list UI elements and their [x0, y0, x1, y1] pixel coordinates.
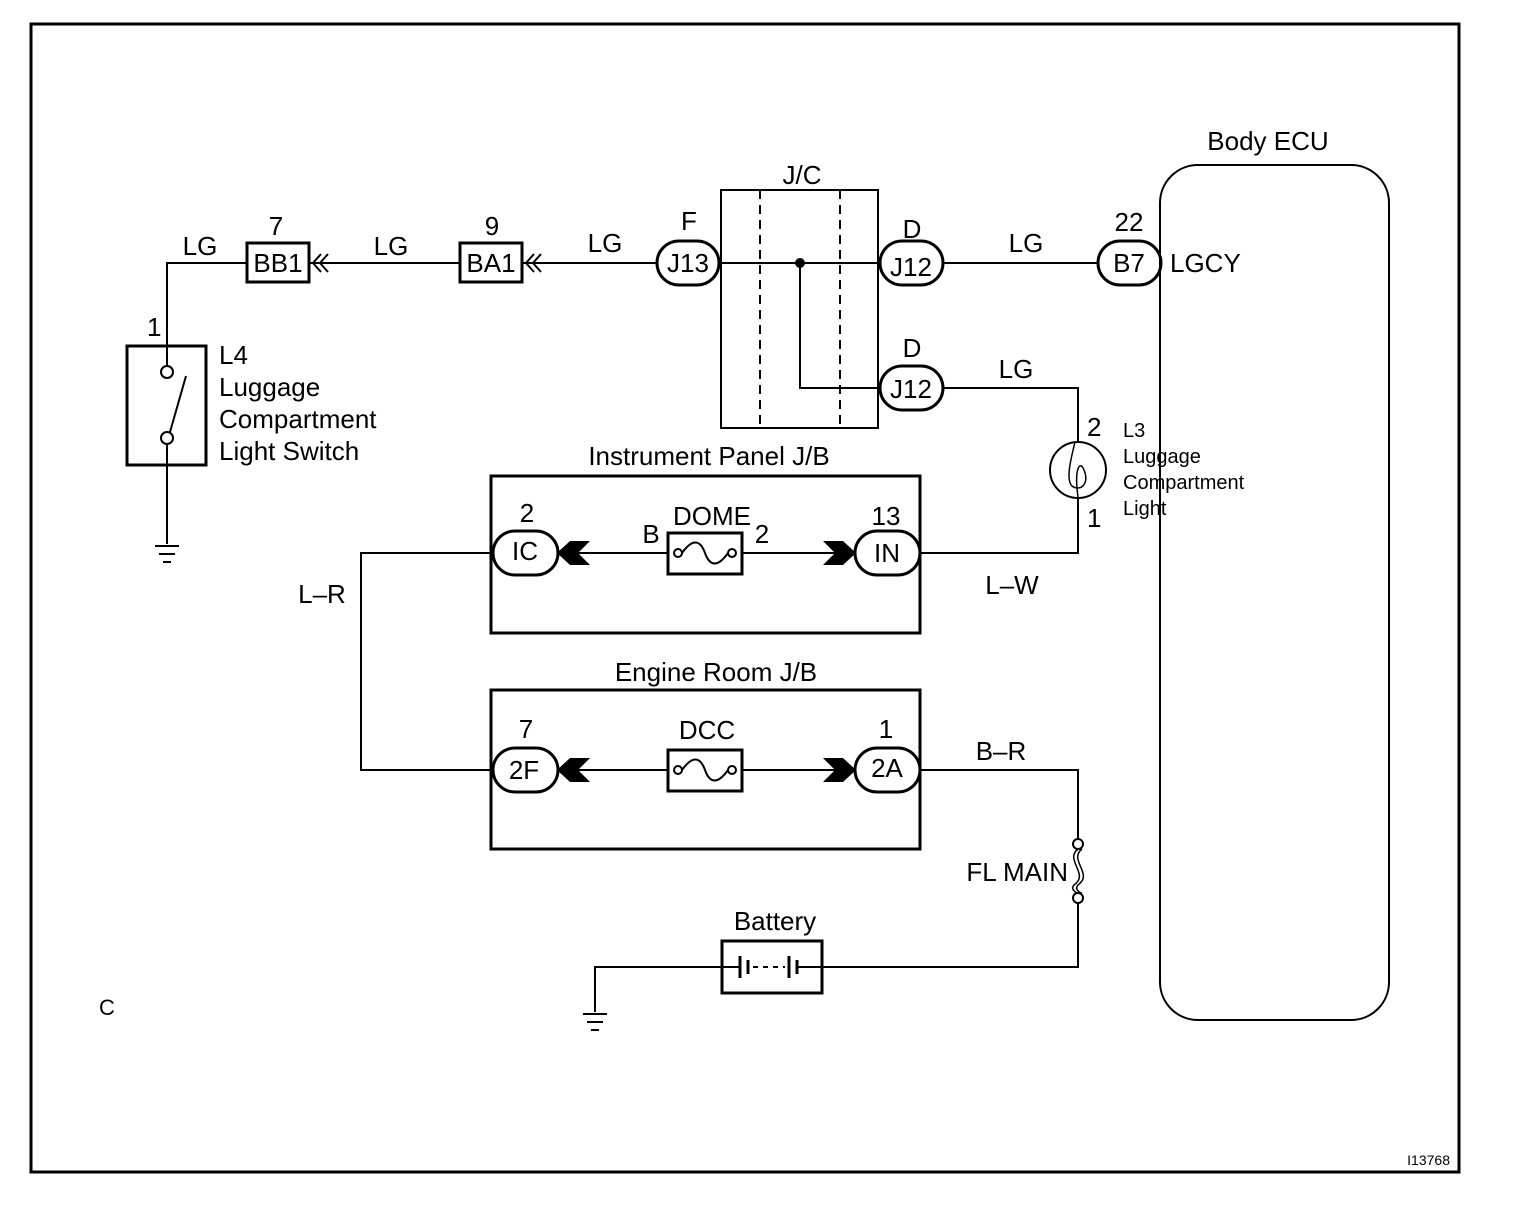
corner-letter: C — [99, 995, 115, 1020]
l4-pin-label: 1 — [147, 312, 161, 342]
connector-j12-bottom-pill — [878, 364, 945, 412]
fl-main-label: FL MAIN — [966, 857, 1068, 887]
fuse-dcc-name: DCC — [679, 715, 735, 745]
figure-id: I13768 — [1407, 1152, 1450, 1168]
l4-switch-blade — [169, 375, 187, 433]
wire-label-br: B–R — [976, 736, 1027, 766]
l3-name-line1: Luggage — [1123, 446, 1201, 468]
connector-j12-top-pill — [878, 239, 945, 287]
fuse-dcc-icon — [666, 748, 744, 793]
body-ecu-box — [1159, 164, 1390, 1021]
l4-name-line1: Luggage — [219, 372, 320, 402]
l4-name-line3: Light Switch — [219, 436, 359, 466]
jc-box — [720, 189, 879, 429]
connector-ba1-pin: 9 — [485, 211, 499, 241]
connector-j12-bottom-name: J12 — [890, 374, 932, 404]
wires — [166, 262, 1098, 1012]
connector-j13-pill — [655, 239, 721, 287]
bulb-l3-icon — [1049, 441, 1107, 499]
fuse-dome-pin-left: B — [642, 519, 659, 549]
connector-ba1-box — [458, 241, 524, 284]
engine-jb-title: Engine Room J/B — [615, 657, 817, 687]
connector-in-pin: 13 — [872, 501, 901, 531]
l3-pin-top: 2 — [1087, 412, 1101, 442]
connector-2f-name: 2F — [509, 755, 539, 785]
fuse-dome-pin-right: 2 — [755, 519, 769, 549]
connector-b7-pin: 22 — [1115, 207, 1144, 237]
connector-j12-bottom-pin: D — [903, 333, 922, 363]
connector-2a-name: 2A — [871, 753, 903, 783]
l3-code: L3 — [1123, 420, 1145, 442]
connector-ba1-name: BA1 — [466, 248, 515, 278]
connector-j13-name: J13 — [667, 248, 709, 278]
connector-j12-top-name: J12 — [890, 252, 932, 282]
connector-bb1-box — [245, 241, 311, 284]
l4-code: L4 — [219, 340, 248, 370]
l4-contact-bottom — [160, 431, 174, 445]
body-ecu-title: Body ECU — [1207, 126, 1328, 156]
jc-title: J/C — [783, 160, 822, 190]
connector-in-name: IN — [874, 538, 900, 568]
splice-dot — [795, 258, 805, 268]
wire-label-lg5: LG — [999, 354, 1034, 384]
diagram-frame — [29, 22, 1461, 1174]
connector-j13-pin: F — [681, 206, 697, 236]
battery-icon — [720, 939, 824, 995]
l3-name-line2: Compartment — [1123, 472, 1245, 494]
connector-ic-name: IC — [512, 536, 538, 566]
arrow-2f-icon — [557, 758, 590, 782]
arrow-in-icon — [823, 541, 856, 565]
wire-label-lg3: LG — [588, 228, 623, 258]
arrow-2a-icon — [823, 758, 856, 782]
arrow-ic-icon — [557, 541, 590, 565]
connector-bb1-name: BB1 — [253, 248, 302, 278]
fuse-dome-icon — [666, 531, 744, 576]
connector-j12-top-pin: D — [903, 214, 922, 244]
wire-label-lw: L–W — [985, 570, 1039, 600]
ground-symbol-battery — [583, 1013, 607, 1031]
ground-symbol-left — [155, 545, 179, 563]
instrument-jb-title: Instrument Panel J/B — [588, 441, 829, 471]
l3-pin-bottom: 1 — [1087, 503, 1101, 533]
battery-label: Battery — [734, 906, 816, 936]
connector-bb1-pin: 7 — [269, 211, 283, 241]
wire-label-lr: L–R — [298, 579, 346, 609]
chevron-bb1-icon — [311, 253, 329, 273]
wire-label-lg2: LG — [374, 231, 409, 261]
l4-name-line2: Compartment — [219, 404, 377, 434]
connector-b7-pill — [1096, 239, 1163, 287]
l3-name-line3: Light — [1123, 498, 1167, 520]
fusible-link-fl-main-icon — [1071, 838, 1085, 904]
fuse-dome-name: DOME — [673, 501, 751, 531]
connector-b7-name: B7 — [1113, 248, 1145, 278]
wire-label-lg1: LG — [183, 231, 218, 261]
connector-ic-pin: 2 — [520, 498, 534, 528]
connector-2a-pin: 1 — [879, 714, 893, 744]
wire-label-lg4: LG — [1009, 228, 1044, 258]
connector-2f-pin: 7 — [519, 714, 533, 744]
l4-contact-top — [160, 365, 174, 379]
connector-b7-signal: LGCY — [1170, 248, 1241, 278]
chevron-ba1-icon — [524, 253, 542, 273]
